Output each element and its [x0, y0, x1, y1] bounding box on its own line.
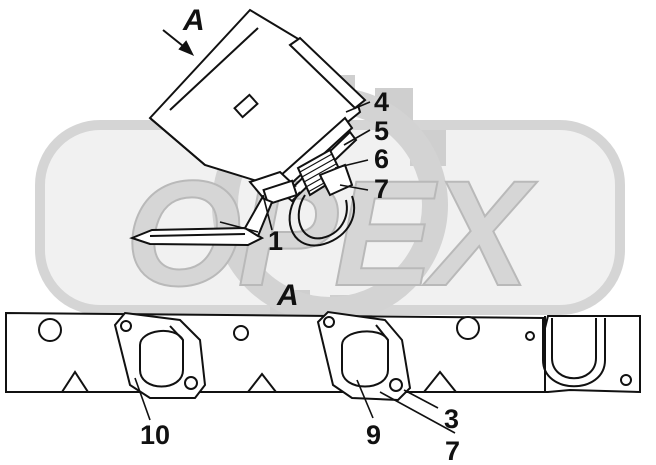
fender-strip: [129, 226, 265, 247]
relief-notch: [60, 370, 90, 393]
mounting-plate-right: [316, 310, 412, 402]
mounting-plate-left: [113, 311, 207, 399]
callout-10: 10: [140, 420, 170, 450]
socket-left: [139, 329, 184, 388]
callout-7-bottom: 7: [445, 436, 460, 465]
wire-loop: [288, 191, 356, 247]
housing-tab: [233, 93, 259, 119]
view-label-top: A: [182, 4, 205, 37]
bottom-leaders: [134, 377, 456, 434]
callout-9: 9: [366, 420, 381, 450]
callout-7-top: 7: [374, 174, 389, 204]
rail-hole: [38, 318, 62, 342]
callout-6: 6: [374, 144, 389, 174]
callout-4: 4: [374, 87, 389, 117]
callout-3: 3: [444, 404, 459, 434]
u-bracket: [542, 318, 606, 388]
socket-right: [341, 330, 389, 388]
lamp-bezel: [288, 36, 367, 110]
view-label-section: A: [276, 279, 299, 312]
view-arrow: [162, 29, 195, 56]
clamp-block: [248, 170, 297, 202]
lamp-assembly: [129, 8, 371, 247]
callout-1: 1: [268, 226, 283, 256]
callout-5: 5: [374, 116, 389, 146]
